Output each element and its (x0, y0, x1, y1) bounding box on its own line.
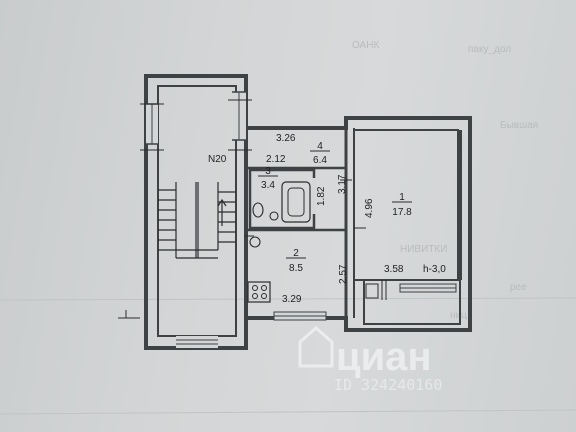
background-print: ОАНК паку_дол Бывшая НИВИТКИ рее ниц (0, 40, 576, 415)
dimension-label: 2.12 (266, 154, 286, 165)
ghost-rule (0, 409, 576, 415)
toilet-icon (252, 202, 264, 218)
room-2-number: 2 (293, 248, 299, 259)
ghost-text: ОАНК (352, 40, 379, 51)
room-2-area: 8.5 (289, 263, 303, 274)
room-3-area: 3.4 (261, 180, 275, 191)
stair-flight (158, 182, 236, 259)
sink-icon (269, 211, 279, 221)
watermark-id: ID 324240160 (334, 376, 442, 394)
ghost-text: паку_дол (468, 44, 511, 55)
stair-label: N20 (208, 154, 227, 165)
dimension-label: 3.58 (384, 264, 404, 275)
bathtub-icon (281, 181, 311, 223)
watermark: циан ID 324240160 (298, 326, 442, 394)
apartment (244, 116, 472, 332)
entrance-door (176, 336, 218, 348)
labels: 4 6.4 3 3.4 1 17.8 2 8.5 3.26 2.12 1.82 … (261, 133, 446, 305)
stairwell: N20 (118, 74, 252, 350)
house-logo-icon (298, 326, 334, 368)
ghost-text: рее (510, 282, 527, 293)
room-1-area: 17.8 (392, 207, 412, 218)
dimension-label: 3.17 (337, 174, 348, 194)
dimension-label: 1.82 (316, 186, 327, 206)
up-arrow-icon (217, 198, 227, 226)
room-1-number: 1 (399, 192, 405, 203)
ghost-text: НИВИТКИ (400, 244, 447, 255)
dimension-label: 4.96 (364, 198, 375, 218)
dimension-label: 3.26 (276, 133, 296, 144)
watermark-brand: циан (336, 335, 432, 379)
room-4-number: 4 (317, 141, 323, 152)
dimension-label: 3.29 (282, 294, 302, 305)
kitchen-sink-icon (249, 236, 261, 248)
ghost-text: Бывшая (500, 120, 538, 131)
ghost-rule (0, 297, 576, 301)
loggia (363, 279, 461, 325)
dimension-label: 2.57 (338, 264, 349, 284)
ceiling-height-label: h-3,0 (423, 264, 446, 275)
ghost-text: ниц (450, 310, 467, 321)
room-4-area: 6.4 (313, 155, 327, 166)
stove-icon (247, 281, 271, 303)
room-3-number: 3 (265, 166, 271, 177)
